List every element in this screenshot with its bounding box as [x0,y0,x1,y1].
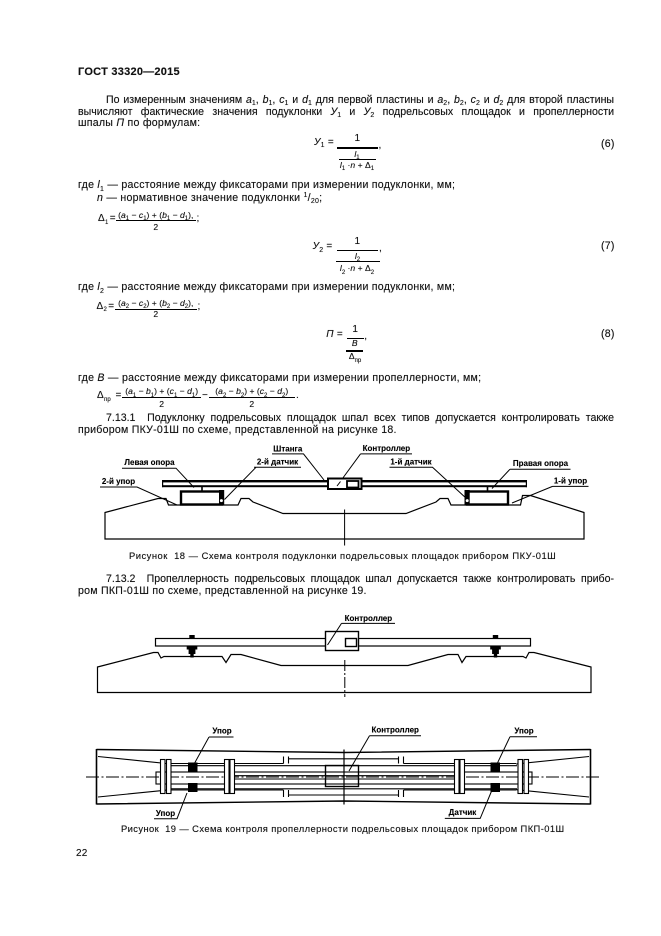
svg-text:Контроллер: Контроллер [345,614,393,623]
svg-text:Упор: Упор [156,809,175,818]
svg-text:2-й датчик: 2-й датчик [257,458,299,467]
svg-text:Штанга: Штанга [273,445,303,454]
svg-text:Контроллер: Контроллер [363,444,411,453]
svg-text:1-й датчик: 1-й датчик [390,458,432,467]
svg-text:Левая опора: Левая опора [124,458,175,467]
svg-text:Датчик: Датчик [449,808,478,817]
svg-text:Правая опора: Правая опора [513,459,569,468]
svg-text:Контроллер: Контроллер [371,726,419,735]
svg-text:1-й упор: 1-й упор [554,477,587,486]
svg-text:Упор: Упор [212,726,231,735]
svg-text:Упор: Упор [514,726,533,735]
svg-text:2-й упор: 2-й упор [102,477,135,486]
